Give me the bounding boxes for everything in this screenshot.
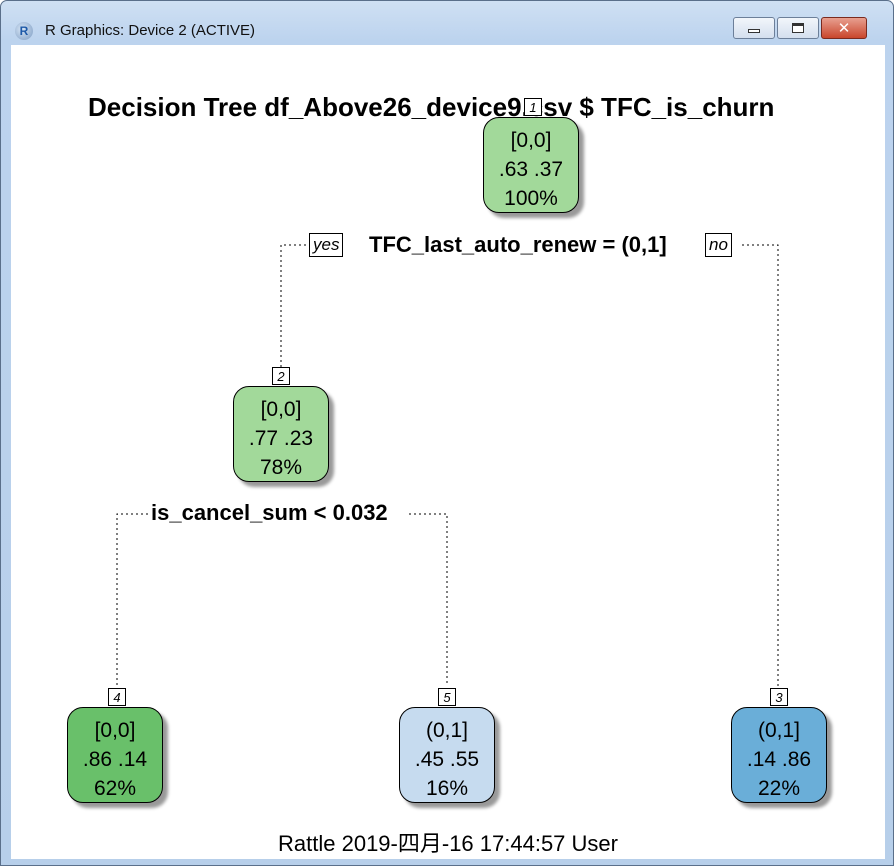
node-number-3: 3: [770, 688, 788, 706]
node-number-1: 1: [524, 98, 542, 116]
node-number-5: 5: [438, 688, 456, 706]
edge-yes: [280, 244, 311, 368]
r-app-icon: R: [15, 22, 33, 40]
node-percent: 100%: [504, 187, 558, 210]
node-class: [0,0]: [260, 398, 302, 421]
node-number-2: 2: [272, 367, 290, 385]
no-label: no: [705, 233, 732, 257]
window-title: R Graphics: Device 2 (ACTIVE): [45, 22, 256, 39]
node-class: (0,1]: [757, 719, 801, 742]
edge-left: [116, 513, 153, 686]
tree-node-3: (0,1] .14 .86 22%: [731, 707, 827, 803]
minimize-button[interactable]: [733, 17, 775, 39]
node-percent: 78%: [259, 456, 303, 479]
tree-node-4: [0,0] .86 .14 62%: [67, 707, 163, 803]
yes-label: yes: [309, 233, 344, 257]
node-percent: 16%: [425, 777, 469, 800]
node-number-4: 4: [108, 688, 126, 706]
node-percent: 22%: [757, 777, 801, 800]
edge-right: [409, 513, 448, 686]
maximize-icon: [792, 23, 804, 33]
tree-node-2: [0,0] .77 .23 78%: [233, 386, 329, 482]
plot-footer: Rattle 2019-四月-16 17:44:57 User: [278, 831, 618, 856]
minimize-icon: [748, 29, 760, 33]
close-icon: ✕: [837, 18, 851, 37]
left-split-label: is_cancel_sum < 0.032: [149, 500, 390, 526]
node-class: [0,0]: [94, 719, 136, 742]
caption-buttons: ✕: [733, 17, 867, 39]
plot-title: Decision Tree df_Above26_device9.csv $ T…: [88, 92, 775, 122]
node-probs: .14 .86: [746, 748, 812, 771]
maximize-button[interactable]: [777, 17, 819, 39]
close-button[interactable]: ✕: [821, 17, 867, 39]
root-split-label: TFC_last_auto_renew = (0,1]: [367, 232, 669, 258]
node-class: (0,1]: [425, 719, 469, 742]
edge-no: [742, 244, 779, 686]
tree-edges: [116, 244, 779, 686]
node-probs: .86 .14: [82, 748, 148, 771]
node-percent: 62%: [93, 777, 137, 800]
node-class: [0,0]: [510, 129, 552, 152]
node-probs: .45 .55: [414, 748, 480, 771]
node-probs: .63 .37: [498, 158, 564, 181]
title-bar[interactable]: R R Graphics: Device 2 (ACTIVE) ✕: [1, 1, 893, 41]
tree-node-1: [0,0] .63 .37 100%: [483, 117, 579, 213]
plot-canvas: Decision Tree df_Above26_device9.csv $ T…: [11, 45, 885, 859]
node-probs: .77 .23: [248, 427, 314, 450]
tree-node-5: (0,1] .45 .55 16%: [399, 707, 495, 803]
